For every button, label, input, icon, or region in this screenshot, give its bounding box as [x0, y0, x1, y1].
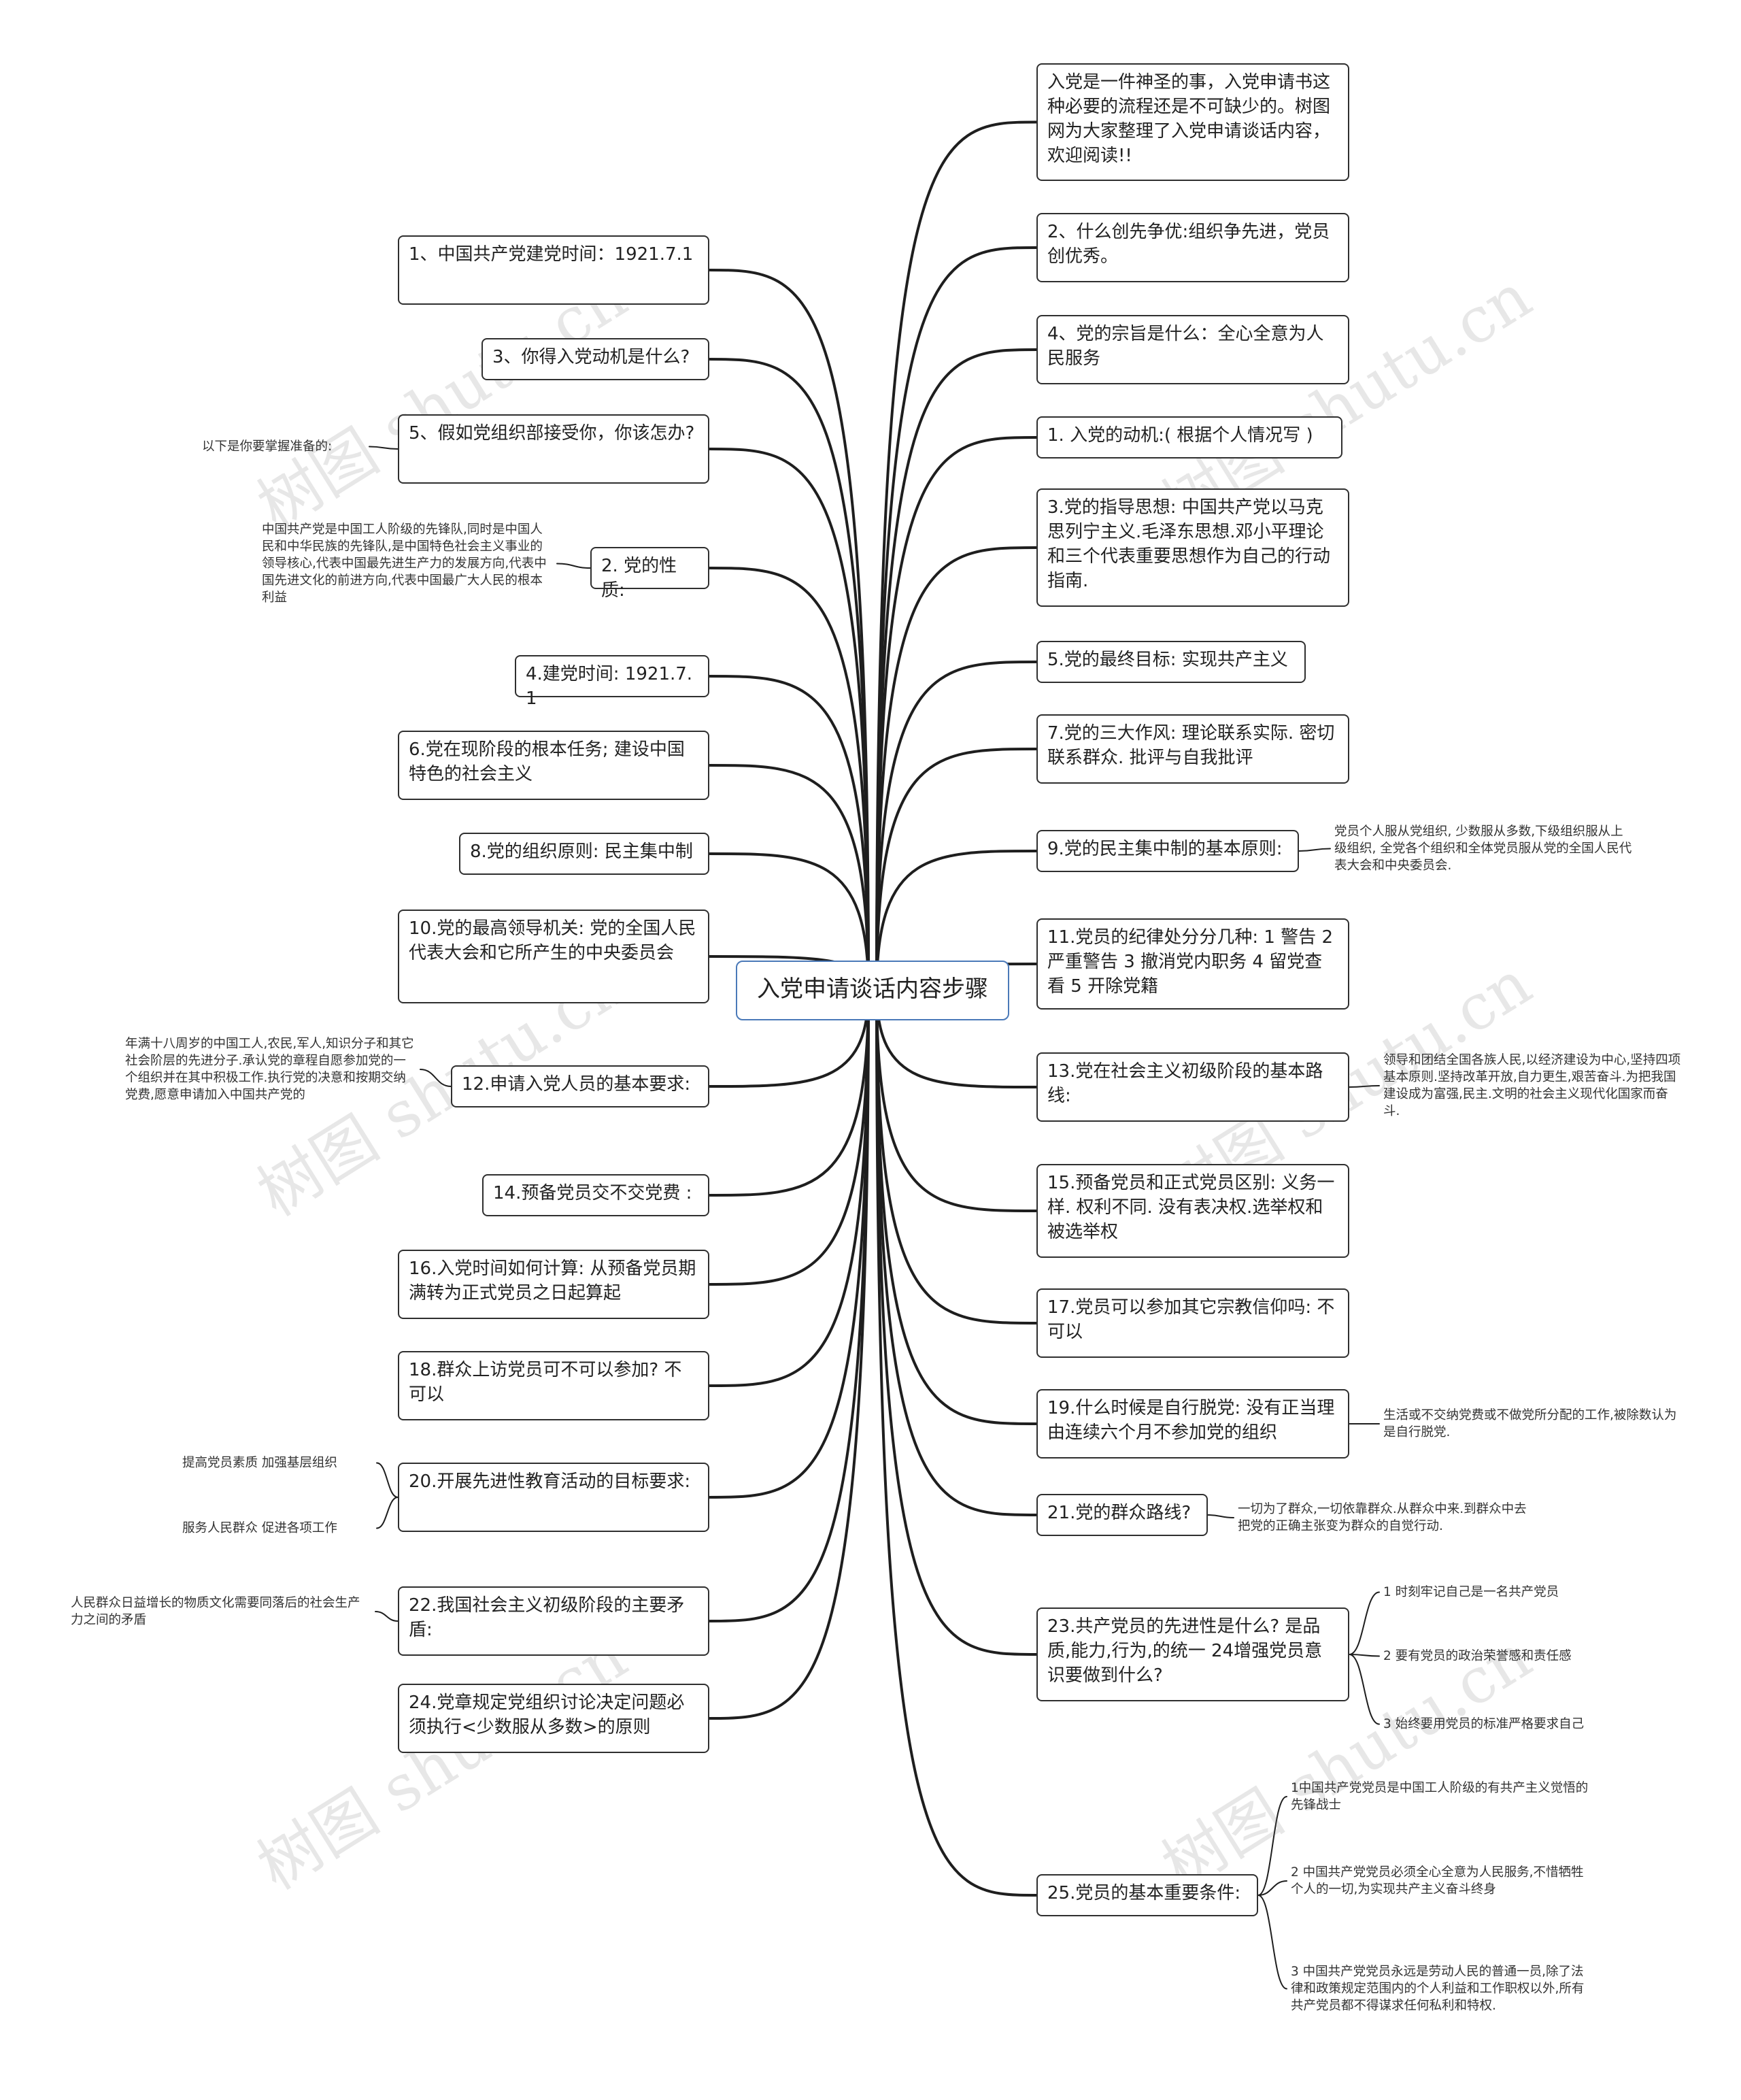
- note-connector: [1349, 1654, 1380, 1725]
- branch-connector: [708, 852, 870, 992]
- note-connector: [1349, 1085, 1380, 1088]
- note-text: 3 始终要用党员的标准严格要求自己: [1383, 1717, 1585, 1731]
- note-connector: [376, 1462, 399, 1498]
- note-connector: [1257, 1796, 1287, 1896]
- branch-connector: [708, 989, 870, 1387]
- note-text: 以下是你要掌握准备的:: [202, 439, 333, 454]
- branch-node[interactable]: 1. 入党的动机:( 根据个人情况写 ): [1036, 416, 1342, 459]
- branch-connector: [708, 675, 870, 992]
- branch-connector: [875, 748, 1038, 992]
- note-connector: [1298, 848, 1331, 852]
- note-text: 领导和团结全国各族人民,以经济建设为中心,坚持四项基本原则.坚持改革开放,自力更…: [1383, 1053, 1681, 1118]
- note-text: 1中国共产党党员是中国工人阶级的有共产主义觉悟的先锋战士: [1291, 1781, 1589, 1812]
- branch-connector: [875, 989, 1038, 1324]
- branch-connector: [875, 989, 1038, 1516]
- branch-node[interactable]: 1、中国共产党建党时间：1921.7.1: [398, 235, 709, 305]
- branch-connector: [875, 989, 1038, 1897]
- note-text: 3 中国共产党党员永远是劳动人民的普通一员,除了法律和政策规定范围内的个人利益和…: [1291, 1965, 1585, 2013]
- branch-node[interactable]: 15.预备党员和正式党员区别: 义务一样. 权利不同. 没有表决权.选举权和被选…: [1036, 1164, 1349, 1258]
- branch-node[interactable]: 9.党的民主集中制的基本原则:: [1036, 830, 1299, 872]
- branch-node[interactable]: 19.什么时候是自行脱党: 没有正当理由连续六个月不参加党的组织: [1036, 1389, 1349, 1459]
- note-connector: [556, 563, 591, 569]
- note-connector: [1349, 1654, 1380, 1657]
- branch-node[interactable]: 3.党的指导思想: 中国共产党以马克思列宁主义.毛泽东思想.邓小平理论和三个代表…: [1036, 488, 1349, 607]
- note-connector: [376, 1497, 399, 1529]
- branch-node[interactable]: 4、党的宗旨是什么：全心全意为人民服务: [1036, 315, 1349, 384]
- branch-node[interactable]: 5、假如党组织部接受你，你该怎办?: [398, 414, 709, 484]
- branch-connector: [708, 448, 870, 992]
- branch-node-intro[interactable]: 入党是一件神圣的事，入党申请书这种必要的流程还是不可缺少的。树图网为大家整理了入…: [1036, 63, 1349, 181]
- note-connector: [1257, 1895, 1287, 1990]
- branch-connector: [875, 661, 1038, 992]
- branch-connector: [708, 989, 870, 1720]
- branch-node[interactable]: 17.党员可以参加其它宗教信仰吗: 不可以: [1036, 1288, 1349, 1358]
- branch-node[interactable]: 21.党的群众路线?: [1036, 1494, 1208, 1536]
- note-connector: [1349, 1591, 1380, 1655]
- branch-node[interactable]: 11.党员的纪律处分分几种: 1 警告 2 严重警告 3 撤消党内职务 4 留党…: [1036, 918, 1349, 1010]
- branch-connector: [875, 989, 1038, 1656]
- branch-connector: [875, 436, 1038, 992]
- note-text: 党员个人服从党组织, 少数服从多数,下级组织服从上级组织, 全党各个组织和全体党…: [1334, 824, 1632, 873]
- branch-node[interactable]: 22.我国社会主义初级阶段的主要矛盾:: [398, 1586, 709, 1656]
- branch-connector: [875, 246, 1038, 992]
- branch-node[interactable]: 23.共产党员的先进性是什么? 是品质,能力,行为,的统一 24增强党员意识要做…: [1036, 1607, 1349, 1701]
- note-text: 一切为了群众,一切依靠群众.从群众中来.到群众中去 把党的正确主张变为群众的自觉…: [1238, 1502, 1527, 1533]
- note-connector: [1207, 1514, 1234, 1518]
- branch-node[interactable]: 5.党的最终目标: 实现共产主义: [1036, 641, 1306, 683]
- note-connector: [420, 1069, 452, 1087]
- branch-node[interactable]: 20.开展先进性教育活动的目标要求:: [398, 1463, 709, 1532]
- branch-node[interactable]: 4.建党时间: 1921.7.1: [515, 655, 709, 709]
- branch-connector: [708, 269, 870, 992]
- branch-connector: [708, 567, 870, 992]
- note-text: 人民群众日益增长的物质文化需要同落后的社会生产力之间的矛盾: [71, 1596, 360, 1627]
- branch-connector: [875, 989, 1038, 1425]
- branch-node[interactable]: 18.群众上访党员可不可以参加? 不可以: [398, 1351, 709, 1420]
- branch-connector: [875, 989, 1038, 1088]
- note-text: 生活或不交纳党费或不做党所分配的工作,被除数认为是自行脱党.: [1383, 1408, 1677, 1439]
- branch-node[interactable]: 8.党的组织原则: 民主集中制: [459, 833, 709, 875]
- branch-node[interactable]: 6.党在现阶段的根本任务; 建设中国特色的社会主义: [398, 731, 709, 800]
- branch-connector: [875, 546, 1038, 992]
- branch-connector: [708, 989, 870, 1088]
- branch-connector: [708, 989, 870, 1499]
- note-connector: [375, 1611, 399, 1622]
- branch-connector: [708, 358, 870, 992]
- branch-node[interactable]: 25.党员的基本重要条件:: [1036, 1874, 1258, 1916]
- note-text: 2 要有党员的政治荣誉感和责任感: [1383, 1649, 1572, 1663]
- note-text: 1 时刻牢记自己是一名共产党员: [1383, 1585, 1559, 1599]
- branch-connector: [708, 764, 870, 992]
- branch-connector: [875, 989, 1038, 1212]
- branch-connector: [875, 120, 1038, 992]
- branch-node[interactable]: 24.党章规定党组织讨论决定问题必须执行<少数服从多数>的原则: [398, 1684, 709, 1753]
- note-connector: [1257, 1880, 1287, 1896]
- note-connector: [369, 446, 399, 450]
- branch-node[interactable]: 12.申请入党人员的基本要求:: [451, 1065, 709, 1107]
- branch-connector: [708, 989, 870, 1197]
- branch-connector: [875, 348, 1038, 992]
- branch-node[interactable]: 13.党在社会主义初级阶段的基本路线:: [1036, 1052, 1349, 1122]
- note-text: 服务人民群众 促进各项工作: [182, 1521, 337, 1535]
- branch-node[interactable]: 3、你得入党动机是什么?: [481, 338, 709, 380]
- branch-node[interactable]: 7.党的三大作风: 理论联系实际. 密切联系群众. 批评与自我批评: [1036, 714, 1349, 784]
- note-text: 提高党员素质 加强基层组织: [182, 1456, 337, 1470]
- branch-connector: [875, 850, 1038, 992]
- root-topic[interactable]: 入党申请谈话内容步骤: [736, 961, 1009, 1020]
- branch-node[interactable]: 16.入党时间如何计算: 从预备党员期满转为正式党员之日起算起: [398, 1250, 709, 1319]
- branch-node[interactable]: 10.党的最高领导机关: 党的全国人民代表大会和它所产生的中央委员会: [398, 910, 709, 1003]
- note-text: 2 中国共产党党员必须全心全意为人民服务,不惜牺牲个人的一切,为实现共产主义奋斗…: [1291, 1865, 1584, 1897]
- branch-node[interactable]: 14.预备党员交不交党费 :: [482, 1174, 709, 1216]
- note-text: 中国共产党是中国工人阶级的先锋队,同时是中国人民和中华民族的先锋队,是中国特色社…: [262, 522, 547, 605]
- branch-node[interactable]: 2. 党的性质:: [590, 547, 709, 601]
- note-text: 年满十八周岁的中国工人,农民,军人,知识分子和其它社会阶层的先进分子.承认党的章…: [125, 1037, 414, 1102]
- branch-node[interactable]: 2、什么创先争优:组织争先进，党员创优秀。: [1036, 213, 1349, 282]
- branch-connector: [708, 989, 870, 1286]
